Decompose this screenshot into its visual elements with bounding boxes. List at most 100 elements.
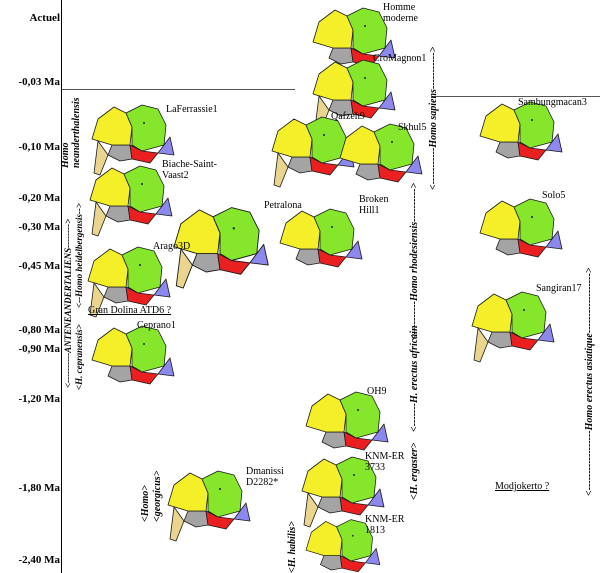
skull-dmanissi-green-region — [201, 470, 243, 518]
skull-oh9-grey-region — [321, 431, 347, 449]
specimen-label-arago: Arago3D — [153, 241, 191, 252]
time-label-090: -0,90 Ma — [18, 343, 60, 355]
skull-sangiran-blue-region — [537, 323, 555, 343]
skull-arago-grey-region — [103, 286, 129, 304]
skull-cromagnon-green-region — [346, 59, 388, 107]
skull-qafzeh — [271, 116, 355, 188]
skull-sambungmacan-landmark — [531, 119, 533, 121]
skull-skhul-green-region — [373, 123, 415, 171]
skull-qafzeh-landmark — [323, 134, 325, 136]
skull-biache-landmark — [141, 183, 143, 185]
skull-cromagnon-landmark — [364, 77, 366, 79]
skull-broken-hill-blue-region — [345, 240, 363, 260]
specimen-label-ceprano: Ceprano1 — [137, 320, 176, 331]
skull-laferrassie-tan-region — [93, 140, 109, 176]
skull-knm-er-1813-landmark — [351, 534, 354, 537]
specimen-label-oh9: OH9 — [367, 386, 387, 397]
taxon-label-cepranensis: <H. cepranensis> — [74, 324, 84, 390]
skull-broken-hill-green-region — [313, 208, 355, 256]
skull-knm-er-3733-blue-region — [367, 488, 385, 508]
skull-laferrassie — [91, 104, 175, 176]
note-gran-dolina: Gran Dolina ATD6 ? — [88, 305, 172, 316]
skull-ceprano — [91, 325, 175, 385]
skull-biache-grey-region — [105, 205, 131, 223]
skull-ceprano-blue-region — [157, 357, 175, 377]
skull-oh9-blue-region — [371, 423, 389, 443]
specimen-label-solo: Solo5 — [542, 190, 566, 201]
skull-oh9-landmark — [357, 409, 359, 411]
specimen-label-laferrassie: LaFerrassie1 — [166, 104, 218, 115]
skull-skhul-grey-region — [355, 163, 381, 181]
specimen-label-petralona: Petralona — [264, 200, 302, 211]
specimen-label-knm-er-3733: KNM-ER 3733 — [365, 451, 405, 473]
specimen-label-qafzeh: Qafzeh9 — [331, 111, 365, 122]
time-label-045: -0,45 Ma — [18, 260, 60, 272]
skull-solo-green-region — [513, 198, 555, 246]
skull-sangiran-green-region — [505, 291, 547, 339]
time-label-actuel: Actuel — [29, 12, 60, 24]
time-label-180: -1,80 Ma — [18, 482, 60, 494]
taxon-label-anteneandertaliens: <----------ANTENEANDERTALIENS--------> — [63, 218, 73, 388]
skull-biache — [89, 165, 173, 237]
skull-petralona-blue-region — [249, 243, 269, 266]
skull-ceprano-landmark — [143, 343, 145, 345]
specimen-label-homme-moderne: Homme moderne — [383, 2, 418, 24]
specimen-label-skhul: Skhul5 — [398, 122, 427, 133]
skull-sambungmacan — [479, 101, 563, 161]
specimen-label-sambungmacan: Sambungmacan3 — [518, 97, 587, 108]
skull-skhul — [339, 123, 423, 183]
skull-dmanissi-landmark — [219, 488, 221, 490]
time-label-030: -0,30 Ma — [18, 221, 60, 233]
skull-skhul-blue-region — [405, 155, 423, 175]
skull-sambungmacan-green-region — [513, 101, 555, 149]
skull-petralona-grey-region — [191, 253, 221, 273]
skull-qafzeh-grey-region — [287, 156, 313, 174]
skull-dmanissi-blue-region — [233, 502, 251, 522]
skull-ceprano-grey-region — [107, 365, 133, 383]
skull-sangiran-landmark — [523, 309, 525, 311]
skull-petralona-landmark — [232, 227, 235, 230]
skull-skhul-landmark — [391, 141, 393, 143]
skull-homme-moderne-grey-region — [328, 47, 354, 65]
skull-petralona-tan-region — [175, 248, 193, 289]
specimen-label-sangiran: Sangiran17 — [536, 283, 582, 294]
skull-dmanissi — [167, 470, 251, 542]
skull-biache-tan-region — [91, 201, 107, 237]
skull-laferrassie-green-region — [125, 104, 167, 152]
skull-knm-er-3733-green-region — [335, 456, 377, 504]
skull-ceprano-green-region — [125, 325, 167, 373]
skull-knm-er-3733-grey-region — [317, 496, 343, 514]
skull-dmanissi-tan-region — [169, 506, 185, 542]
skull-arago — [87, 246, 171, 318]
skull-sambungmacan-blue-region — [545, 133, 563, 153]
specimen-label-broken-hill: Broken Hill1 — [359, 194, 389, 216]
time-label-080: -0,80 Ma — [18, 324, 60, 336]
specimen-label-cromagnon: CroMagnon1 — [373, 53, 427, 64]
skull-arago-blue-region — [153, 278, 171, 298]
skull-homme-moderne-landmark — [364, 25, 366, 27]
skull-sambungmacan-grey-region — [495, 141, 521, 159]
skull-biache-blue-region — [155, 197, 173, 217]
skull-qafzeh-tan-region — [273, 152, 289, 188]
skull-petralona-green-region — [212, 207, 260, 261]
skull-knm-er-1813-blue-region — [365, 548, 381, 565]
skull-arago-green-region — [121, 246, 163, 294]
skull-solo-blue-region — [545, 230, 563, 250]
taxon-label-georgicus: <Homo> <georgicus> — [140, 470, 163, 522]
skull-broken-hill-landmark — [331, 226, 333, 228]
specimen-label-biache: Biache-Saint- Vaast2 — [162, 159, 217, 181]
skull-broken-hill-grey-region — [295, 248, 321, 266]
taxon-label-habilis: <H. habilis> — [287, 521, 298, 573]
skull-qafzeh-green-region — [305, 116, 347, 164]
skull-sangiran-grey-region — [487, 331, 513, 349]
skull-laferrassie-blue-region — [157, 136, 175, 156]
skull-cromagnon-blue-region — [378, 91, 396, 111]
time-label-240: -2,40 Ma — [18, 554, 60, 566]
skull-sangiran-tan-region — [473, 327, 489, 363]
skull-knm-er-1813 — [305, 519, 381, 573]
time-label-120: -1,20 Ma — [18, 393, 60, 405]
skull-laferrassie-grey-region — [107, 144, 133, 162]
taxon-label-erectus-africain: <-------H. erectus africain — [409, 325, 420, 432]
